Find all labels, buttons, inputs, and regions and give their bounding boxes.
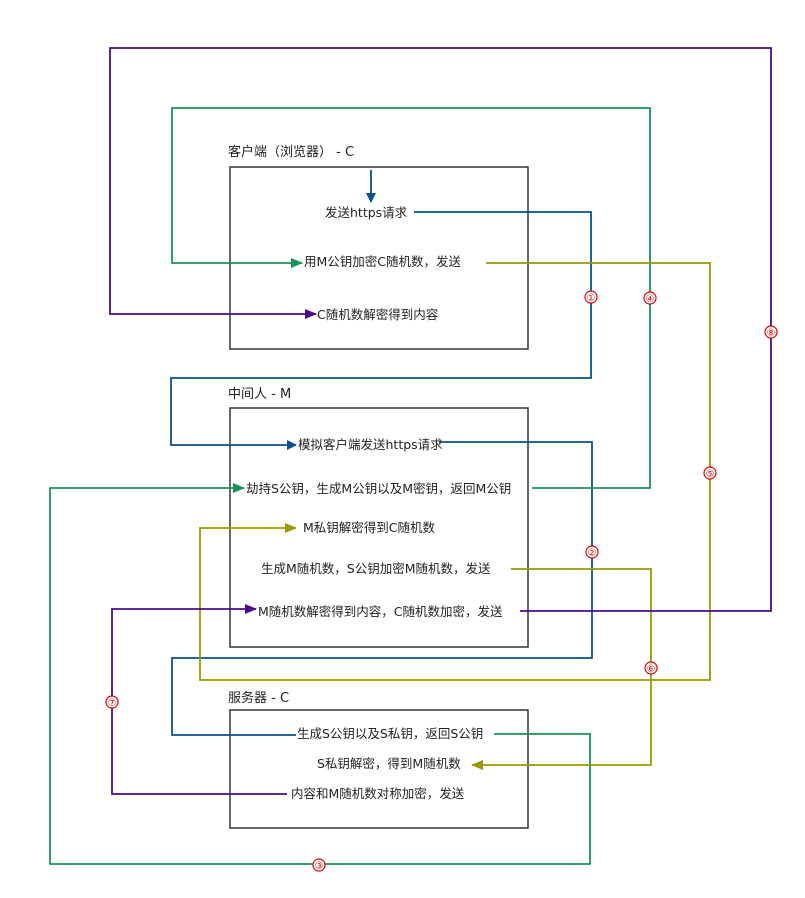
svg-text:②: ② (588, 548, 597, 559)
step-marker-6: ⑥ (644, 661, 658, 675)
client-label-decrypt-content: C随机数解密得到内容 (317, 307, 438, 322)
step-marker-4: ④ (643, 291, 657, 305)
mitm-label-simulate-request: 模拟客户端发送https请求 (298, 437, 443, 452)
mitm-label-decrypt-reencrypt: M随机数解密得到内容，C随机数加密，发送 (258, 604, 503, 619)
flow-step2-line (171, 441, 593, 736)
flow-step8-line (109, 47, 772, 612)
svg-text:⑥: ⑥ (647, 664, 656, 675)
svg-text:⑧: ⑧ (767, 328, 776, 339)
flow-step5-line (199, 262, 711, 681)
mitm-label-generate-m-random: 生成M随机数，S公钥加密M随机数，发送 (261, 561, 491, 576)
svg-text:⑦: ⑦ (108, 698, 117, 709)
client-label-encrypt-c-random: 用M公钥加密C随机数，发送 (304, 254, 462, 269)
mitm-label-decrypt-c-random: M私钥解密得到C随机数 (303, 520, 436, 535)
step-marker-3: ③ (312, 858, 326, 872)
step-marker-1: ① (584, 290, 598, 304)
step-marker-2: ② (585, 545, 599, 559)
server-title: 服务器 - C (228, 690, 289, 706)
server-label-generate-keys: 生成S公钥以及S私钥，返回S公钥 (297, 726, 483, 741)
svg-text:③: ③ (315, 861, 324, 872)
server-label-encrypt-content: 内容和M随机数对称加密，发送 (291, 786, 465, 801)
flow-step4-line (171, 107, 651, 489)
client-box (229, 166, 529, 350)
flow-step1-line (170, 211, 592, 450)
client-label-send-request: 发送https请求 (325, 205, 408, 220)
step-marker-5: ⑤ (703, 466, 717, 480)
client-title: 客户端（浏览器） - C (228, 144, 354, 160)
server-label-decrypt-m-random: S私钥解密，得到M随机数 (317, 756, 461, 771)
step-marker-7: ⑦ (105, 695, 119, 709)
step-marker-8: ⑧ (764, 325, 778, 339)
svg-text:④: ④ (646, 294, 655, 305)
mitm-label-hijack-key: 劫持S公钥，生成M公钥以及M密钥，返回M公钥 (246, 481, 511, 496)
svg-text:⑤: ⑤ (706, 469, 715, 480)
svg-text:①: ① (587, 293, 596, 304)
mitm-title: 中间人 - M (228, 387, 291, 402)
